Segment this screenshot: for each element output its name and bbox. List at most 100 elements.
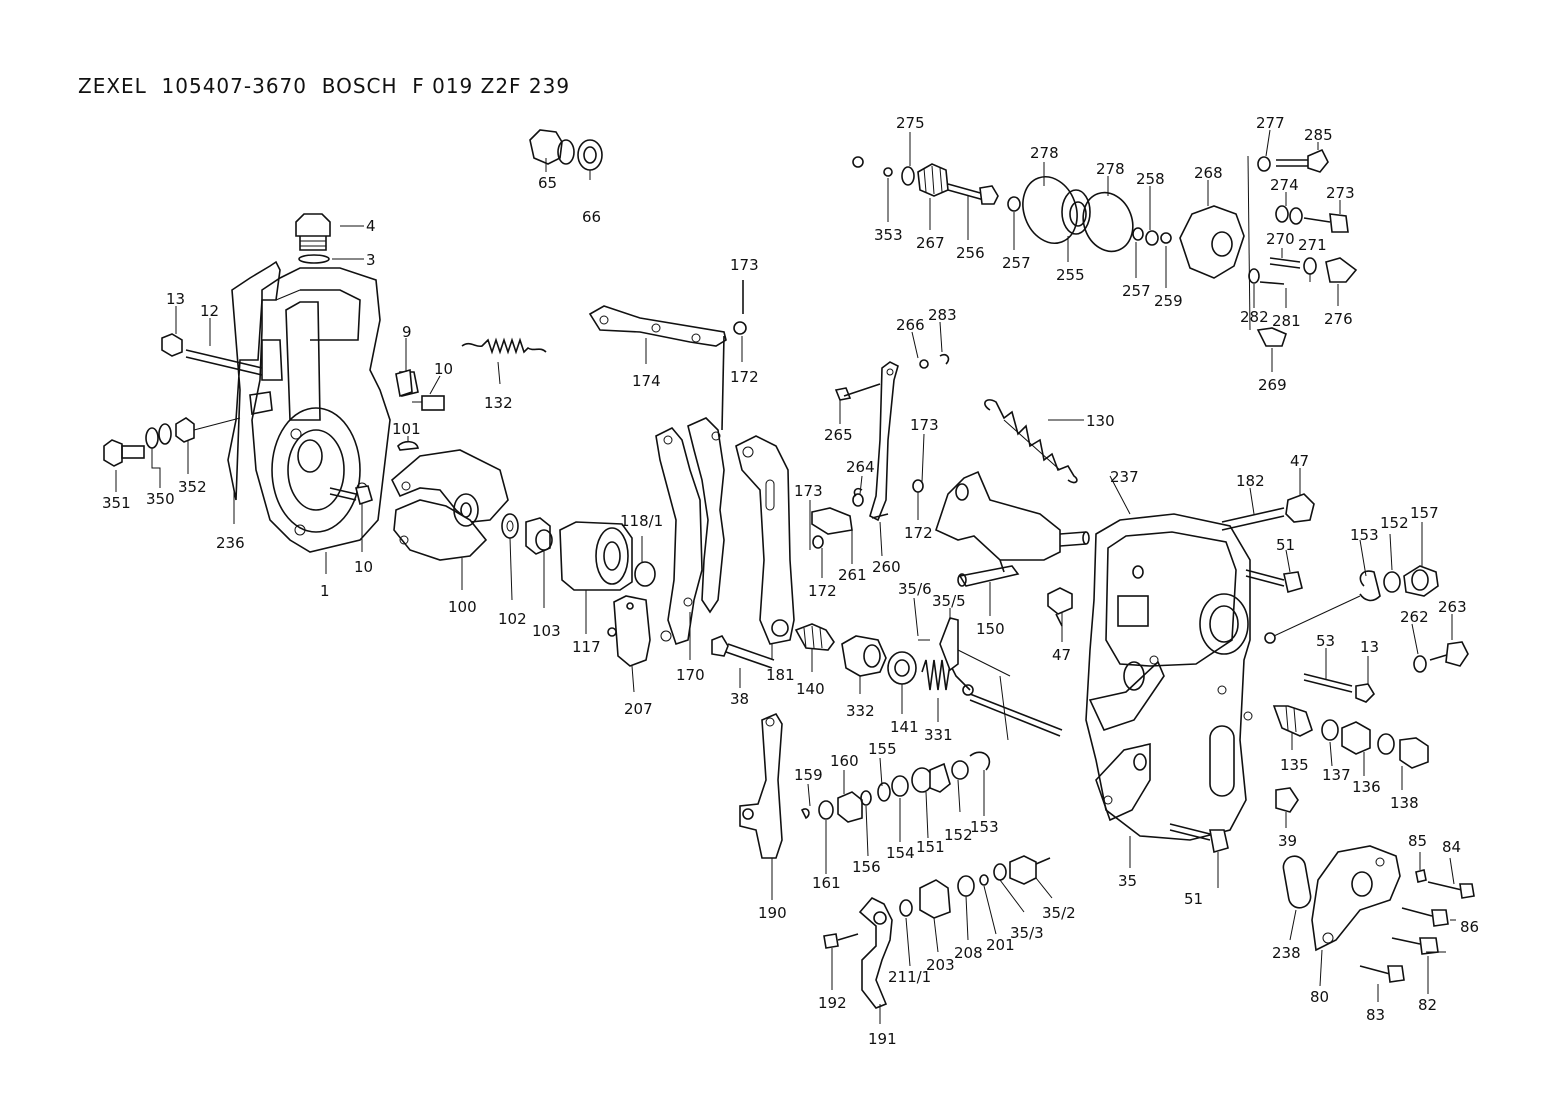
part-label-285: 285 bbox=[1304, 126, 1333, 144]
part-label-172b: 172 bbox=[904, 524, 933, 542]
part-label-351: 351 bbox=[102, 494, 131, 512]
part-label-10b: 10 bbox=[354, 558, 373, 576]
part-label-192: 192 bbox=[818, 994, 847, 1012]
part-label-100: 100 bbox=[448, 598, 477, 616]
part-label-181: 181 bbox=[766, 666, 795, 684]
part-label-35-5: 35/5 bbox=[932, 592, 966, 610]
part-label-118-1: 118/1 bbox=[620, 512, 663, 530]
part-label-152: 152 bbox=[1380, 514, 1409, 532]
part-label-155: 155 bbox=[868, 740, 897, 758]
spring-seat-140 bbox=[794, 623, 835, 651]
part-label-268: 268 bbox=[1194, 164, 1223, 182]
lever-170 bbox=[655, 417, 725, 646]
part-label-174: 174 bbox=[632, 372, 661, 390]
part-label-257b: 257 bbox=[1122, 282, 1151, 300]
part-label-271: 271 bbox=[1298, 236, 1327, 254]
part-label-10: 10 bbox=[434, 360, 453, 378]
part-label-265: 265 bbox=[824, 426, 853, 444]
part-label-277: 277 bbox=[1256, 114, 1285, 132]
plug-4 bbox=[295, 213, 331, 264]
part-label-35-6: 35/6 bbox=[898, 580, 932, 598]
part-label-353: 353 bbox=[874, 226, 903, 244]
part-label-85: 85 bbox=[1408, 832, 1427, 850]
part-label-102: 102 bbox=[498, 610, 527, 628]
part-label-138: 138 bbox=[1390, 794, 1419, 812]
part-label-153: 153 bbox=[1350, 526, 1379, 544]
part-label-35-2: 35/2 bbox=[1042, 904, 1076, 922]
part-label-191: 191 bbox=[868, 1030, 897, 1048]
part-label-259: 259 bbox=[1154, 292, 1183, 310]
screw-38 bbox=[711, 635, 775, 669]
part-label-161: 161 bbox=[812, 874, 841, 892]
part-label-130: 130 bbox=[1086, 412, 1115, 430]
flyweight-assembly-100 bbox=[391, 449, 509, 561]
part-label-66: 66 bbox=[582, 208, 601, 226]
part-label-350: 350 bbox=[146, 490, 175, 508]
part-label-82: 82 bbox=[1418, 996, 1437, 1014]
bolt-351 bbox=[103, 417, 241, 467]
shaft-35-5 bbox=[918, 617, 1063, 741]
part-label-283: 283 bbox=[928, 306, 957, 324]
part-label-1: 1 bbox=[320, 582, 330, 600]
lever-260 bbox=[811, 353, 950, 549]
plug-65 bbox=[529, 129, 603, 171]
part-label-35-3: 35/3 bbox=[1010, 924, 1044, 942]
part-label-266: 266 bbox=[896, 316, 925, 334]
part-label-208: 208 bbox=[954, 944, 983, 962]
part-label-153b: 153 bbox=[970, 818, 999, 836]
pin-182 bbox=[1221, 493, 1315, 531]
block-207 bbox=[607, 595, 651, 667]
part-label-132: 132 bbox=[484, 394, 513, 412]
part-label-261: 261 bbox=[838, 566, 867, 584]
diagram-title: ZEXEL 105407-3670 BOSCH F 019 Z2F 239 bbox=[78, 74, 571, 98]
part-label-255: 255 bbox=[1056, 266, 1085, 284]
part-label-103: 103 bbox=[532, 622, 561, 640]
part-label-39: 39 bbox=[1278, 832, 1297, 850]
part-label-262: 262 bbox=[1400, 608, 1429, 626]
part-label-173b: 173 bbox=[910, 416, 939, 434]
part-label-264: 264 bbox=[846, 458, 875, 476]
part-label-136: 136 bbox=[1352, 778, 1381, 796]
part-label-65: 65 bbox=[538, 174, 557, 192]
lever-191 bbox=[823, 855, 1051, 1009]
bolt-53 bbox=[1303, 673, 1376, 703]
part-label-170: 170 bbox=[676, 666, 705, 684]
cover-80 bbox=[1282, 845, 1475, 983]
bolt-12 bbox=[161, 333, 263, 376]
part-label-173: 173 bbox=[730, 256, 759, 274]
part-label-12: 12 bbox=[200, 302, 219, 320]
bolt-10b bbox=[329, 485, 373, 506]
part-label-35: 35 bbox=[1118, 872, 1137, 890]
part-label-3: 3 bbox=[366, 251, 376, 269]
part-label-274: 274 bbox=[1270, 176, 1299, 194]
sleeve-117 bbox=[559, 521, 633, 591]
bolt-51a bbox=[1245, 569, 1303, 594]
part-label-256: 256 bbox=[956, 244, 985, 262]
bolt-263 bbox=[1413, 641, 1469, 673]
part-label-237: 237 bbox=[1110, 468, 1139, 486]
washer-102 bbox=[501, 513, 519, 539]
part-label-201: 201 bbox=[986, 936, 1015, 954]
part-label-267: 267 bbox=[916, 234, 945, 252]
part-label-47: 47 bbox=[1290, 452, 1309, 470]
lever-181 bbox=[735, 435, 795, 645]
part-label-117: 117 bbox=[572, 638, 601, 656]
part-label-160: 160 bbox=[830, 752, 859, 770]
part-label-150: 150 bbox=[976, 620, 1005, 638]
part-label-135: 135 bbox=[1280, 756, 1309, 774]
part-label-258: 258 bbox=[1136, 170, 1165, 188]
lever-150 bbox=[935, 470, 1090, 587]
part-label-151: 151 bbox=[916, 838, 945, 856]
part-label-156: 156 bbox=[852, 858, 881, 876]
part-label-278b: 278 bbox=[1096, 160, 1125, 178]
spring-130 bbox=[984, 399, 1078, 484]
bolt-51b bbox=[1169, 823, 1229, 854]
part-label-281: 281 bbox=[1272, 312, 1301, 330]
part-label-275: 275 bbox=[896, 114, 925, 132]
part-label-152b: 152 bbox=[944, 826, 973, 844]
part-label-203: 203 bbox=[926, 956, 955, 974]
part-label-172: 172 bbox=[730, 368, 759, 386]
part-label-9: 9 bbox=[402, 323, 412, 341]
part-label-51b: 51 bbox=[1184, 890, 1203, 908]
